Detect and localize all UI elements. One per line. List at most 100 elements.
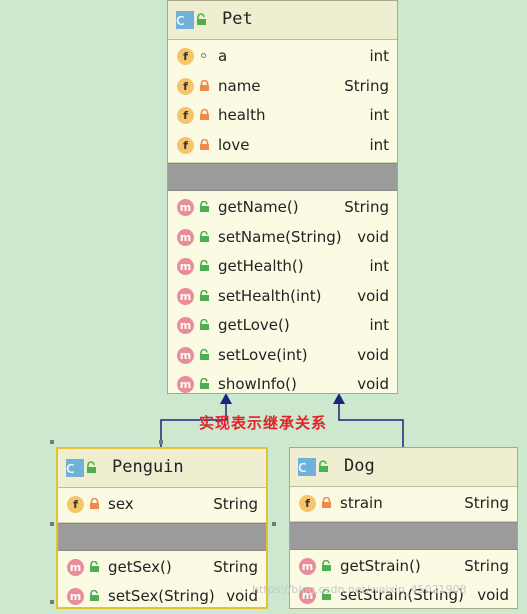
method-type: void xyxy=(357,345,389,364)
method-row[interactable]: m setHealth(int) void xyxy=(168,282,397,312)
field-section: f a int f name String f health int f lov… xyxy=(168,40,397,163)
method-m-icon: m xyxy=(67,558,84,576)
field-name: a xyxy=(218,47,228,65)
field-type: String xyxy=(464,494,509,512)
class-header: c Penguin xyxy=(58,449,266,488)
class-name: Penguin xyxy=(112,457,184,477)
circle-icon xyxy=(201,53,206,58)
method-name: getName() xyxy=(218,198,299,216)
orange-lock-icon xyxy=(322,497,331,508)
pet-arrowhead-right xyxy=(333,393,345,404)
method-name: getSex() xyxy=(108,557,172,576)
green-open-lock-icon xyxy=(200,201,209,212)
field-f-icon: f xyxy=(299,495,316,512)
selection-handle[interactable] xyxy=(50,600,54,604)
class-c-icon: c xyxy=(298,458,316,476)
field-f-icon: f xyxy=(177,77,194,95)
field-f-icon: f xyxy=(177,107,194,124)
field-name: health xyxy=(218,106,266,124)
field-name: name xyxy=(218,76,261,95)
green-open-lock-icon xyxy=(200,378,209,389)
penguin-to-pet-line xyxy=(160,402,227,449)
class-c-icon: c xyxy=(66,459,84,477)
method-type: int xyxy=(369,257,389,275)
method-row[interactable]: m getName() String xyxy=(168,193,397,223)
method-type: int xyxy=(369,316,389,334)
method-name: getLove() xyxy=(218,316,290,334)
field-type: String xyxy=(344,76,389,95)
method-m-icon: m xyxy=(177,376,194,393)
green-open-lock-icon xyxy=(200,230,209,242)
method-name: setLove(int) xyxy=(218,345,308,364)
field-row[interactable]: f love int xyxy=(168,131,397,161)
method-m-icon: m xyxy=(177,199,194,216)
method-row[interactable]: m getLove() int xyxy=(168,311,397,341)
field-row[interactable]: f name String xyxy=(168,72,397,102)
method-type: void xyxy=(226,587,258,605)
method-name: setSex(String) xyxy=(108,587,215,605)
green-open-lock-icon xyxy=(197,13,206,25)
dog-to-pet-line xyxy=(338,402,404,449)
class-box-penguin[interactable]: c Penguin f sex String m getSex() String m… xyxy=(56,447,268,609)
class-name: Pet xyxy=(222,9,253,29)
field-name: sex xyxy=(108,495,134,513)
field-type: String xyxy=(213,495,258,513)
green-open-lock-icon xyxy=(90,560,99,572)
green-open-lock-icon xyxy=(322,559,331,571)
class-c-icon: c xyxy=(176,11,194,29)
green-open-lock-icon xyxy=(319,460,328,472)
field-section: f sex String xyxy=(58,488,266,523)
selection-handle[interactable] xyxy=(50,522,54,526)
selection-handle[interactable] xyxy=(159,440,163,444)
method-type: String xyxy=(213,557,258,576)
field-row[interactable]: f health int xyxy=(168,101,397,131)
method-type: void xyxy=(357,286,389,305)
field-row[interactable]: f a int xyxy=(168,42,397,72)
method-type: String xyxy=(344,198,389,216)
method-m-icon: m xyxy=(177,258,194,275)
orange-lock-icon xyxy=(200,79,209,91)
green-open-lock-icon xyxy=(200,260,209,271)
green-open-lock-icon xyxy=(322,589,331,600)
method-name: setStrain(String) xyxy=(340,586,464,604)
method-row[interactable]: m setSex(String) void xyxy=(58,582,266,612)
method-name: setHealth(int) xyxy=(218,286,322,305)
field-row[interactable]: f strain String xyxy=(290,489,517,519)
field-type: int xyxy=(369,106,389,124)
orange-lock-icon xyxy=(200,109,209,120)
class-box-pet[interactable]: c Pet f a int f name String f health int… xyxy=(167,0,398,394)
method-m-icon: m xyxy=(299,587,316,604)
method-m-icon: m xyxy=(299,557,316,575)
field-name: strain xyxy=(340,494,383,512)
method-row[interactable]: m getSex() String xyxy=(58,553,266,583)
selection-handle[interactable] xyxy=(272,522,276,526)
method-m-icon: m xyxy=(177,317,194,334)
method-m-icon: m xyxy=(177,287,194,305)
method-type: void xyxy=(357,227,389,246)
green-open-lock-icon xyxy=(200,319,209,330)
selection-handle[interactable] xyxy=(50,440,54,444)
field-f-icon: f xyxy=(177,136,194,154)
orange-lock-icon xyxy=(200,138,209,150)
method-m-icon: m xyxy=(177,228,194,246)
method-type: void xyxy=(357,375,389,393)
inheritance-label: 实现表示继承关系 xyxy=(199,414,328,432)
constructor-gap xyxy=(290,521,517,550)
class-header: c Dog xyxy=(290,448,517,487)
method-m-icon: m xyxy=(67,588,84,605)
green-open-lock-icon xyxy=(87,461,96,473)
constructor-gap xyxy=(168,163,397,191)
green-open-lock-icon xyxy=(200,289,209,301)
watermark: https://blog.csdn.net/weixin_45021908 xyxy=(252,583,467,596)
field-row[interactable]: f sex String xyxy=(58,490,266,520)
